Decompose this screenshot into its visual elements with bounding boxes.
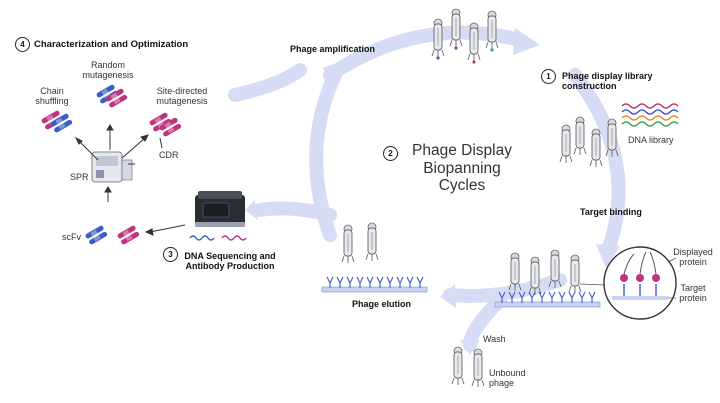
phage-tips (436, 46, 494, 64)
cdr-label: CDR (159, 150, 179, 160)
step-3-number: 3 (163, 247, 178, 262)
unbound-phage-label: Unbound phage (489, 368, 526, 388)
sequencer-icon (195, 191, 245, 227)
step-4-number: 4 (15, 37, 30, 52)
spr-instrument-icon (91, 151, 133, 183)
arrow-heads (245, 28, 620, 355)
magnifier-icon (579, 246, 677, 320)
target-binding-label: Target binding (580, 207, 642, 217)
dna-strand-icon (621, 103, 679, 127)
surface-plate-icon (321, 276, 428, 293)
dna-strand-icon (189, 235, 247, 241)
dna-library-label: DNA library (628, 135, 674, 145)
flow-arrows (74, 124, 186, 236)
spr-label: SPR (70, 172, 89, 182)
step-2-number: 2 (383, 146, 398, 161)
phage-elution-label: Phage elution (352, 299, 412, 309)
step-4-title: Characterization and Optimization (34, 39, 189, 50)
random-mutagenesis-label: Random mutagenesis (82, 60, 134, 80)
step-3-title: DNA Sequencing and Antibody Production (184, 251, 276, 271)
phage-amplification-label: Phage amplification (290, 44, 376, 54)
step-1-title: Phage display library construction (562, 71, 653, 91)
scfv-label: scFv (62, 232, 81, 242)
chain-shuffling-label: Chain shuffling (35, 86, 69, 106)
phage-icon (341, 222, 379, 264)
site-directed-mutagenesis-label: Site-directed mutagenesis (156, 86, 208, 106)
step-1-number: 1 (541, 69, 556, 84)
step-2-title: Phage Display Biopanning Cycles (412, 142, 512, 194)
phage-icon (451, 346, 485, 388)
wash-label: Wash (483, 334, 506, 344)
surface-plate-icon (494, 291, 601, 308)
displayed-protein-label: Displayed protein (673, 247, 713, 267)
target-protein-label: Target protein (679, 283, 707, 303)
